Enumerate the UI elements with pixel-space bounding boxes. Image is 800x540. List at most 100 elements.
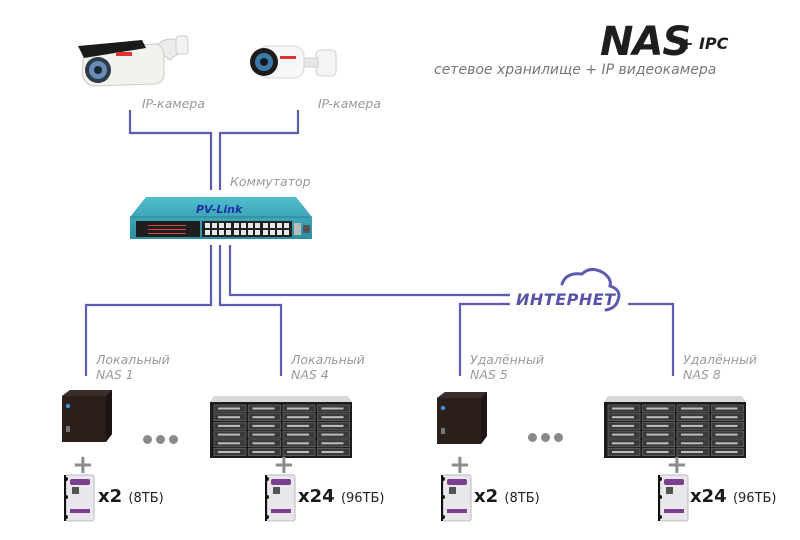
nas-8-device-icon	[604, 396, 746, 458]
switch-label: Коммутатор	[230, 174, 311, 189]
diagram-subtitle: сетевое хранилище + IP видеокамера	[434, 62, 717, 78]
line-switch-internet	[228, 245, 510, 297]
nas-5-hdd-icon	[441, 474, 472, 522]
drive-bay-handle	[218, 451, 240, 453]
nas-1-hdd-count: x2	[98, 486, 123, 507]
drive-bay-handle	[287, 451, 309, 453]
nas-1-plus: +	[72, 450, 94, 480]
nas-4-hdd-icon	[265, 474, 296, 522]
network-switch-icon: PV-Link	[130, 197, 312, 239]
drive-bay-handle	[681, 407, 703, 410]
diagram-title-suffix: + IPC	[680, 34, 729, 53]
nas-8-label: Удалённый NAS 8	[683, 352, 757, 382]
drive-bay-handle	[218, 433, 240, 436]
ip-camera-1-icon	[78, 35, 189, 87]
drive-bay-handle	[218, 424, 240, 427]
nas-5-device-icon	[437, 392, 487, 444]
line-camera1-switch	[128, 110, 213, 190]
camera-1-label: IP-камера	[142, 96, 205, 111]
nas-1-label: Локальный NAS 1	[96, 352, 170, 382]
drive-bay-handle	[612, 407, 634, 410]
more-local-nas-ellipsis-icon	[143, 435, 178, 444]
drive-bay-handle	[612, 416, 634, 419]
nas-5-hdd-capacity: (8ТБ)	[504, 491, 540, 506]
drive-bay-handle	[321, 433, 344, 436]
drive-bay-handle	[681, 433, 703, 436]
drive-bay-handle	[252, 442, 275, 445]
nas-4-hdd-count: x24	[298, 486, 335, 507]
switch-brand-logo: PV-Link	[196, 203, 243, 216]
drive-bay-handle	[252, 424, 275, 427]
drive-bay-handle	[715, 416, 738, 419]
nas-1-hdd-quantity: x2 (8ТБ)	[98, 486, 164, 507]
nas-5-label-line1: Удалённый	[470, 352, 544, 367]
line-switch-nas1	[84, 245, 213, 376]
nas-8-plus: +	[666, 450, 688, 480]
drive-bay-handle	[715, 433, 738, 436]
drive-bay-handle	[321, 407, 344, 410]
drive-bay-handle	[646, 451, 669, 453]
drive-bay-handle	[321, 424, 344, 427]
nas-1-hdd-capacity: (8ТБ)	[128, 491, 164, 506]
nas-5-hdd-quantity: x2 (8ТБ)	[474, 486, 540, 507]
drive-bay-handle	[715, 424, 738, 427]
drive-bay-handle	[681, 416, 703, 419]
nas-8-hdd-quantity: x24 (96ТБ)	[690, 486, 777, 507]
nas-4-plus: +	[273, 450, 295, 480]
nas-5-label: Удалённый NAS 5	[470, 352, 544, 382]
drive-bay-handle	[218, 442, 240, 445]
drive-bay-handle	[252, 451, 275, 453]
nas-4-label-line2: NAS 4	[291, 367, 329, 382]
nas-4-hdd-quantity: x24 (96ТБ)	[298, 486, 385, 507]
nas-5-hdd-count: x2	[474, 486, 499, 507]
ip-camera-2-icon	[250, 45, 337, 79]
drive-bay-handle	[646, 442, 669, 445]
nas-8-label-line2: NAS 8	[683, 367, 721, 382]
drive-bay-handle	[252, 416, 275, 419]
drive-bay-handle	[681, 451, 703, 453]
nas-5-plus: +	[449, 450, 471, 480]
drive-bay-handle	[681, 424, 703, 427]
line-switch-nas4	[218, 245, 283, 376]
camera-2-label: IP-камера	[318, 96, 381, 111]
line-internet-nas8	[628, 302, 675, 376]
nas-8-label-line1: Удалённый	[683, 352, 757, 367]
nas-1-label-line2: NAS 1	[96, 367, 134, 382]
internet-label: ИНТЕРНЕТ	[516, 290, 616, 309]
drive-bay-handle	[646, 416, 669, 419]
drive-bay-handle	[252, 433, 275, 436]
nas-4-label: Локальный NAS 4	[291, 352, 365, 382]
nas-4-device-icon	[210, 396, 352, 458]
nas-4-hdd-capacity: (96ТБ)	[340, 491, 385, 506]
internet-cloud-icon	[500, 268, 621, 312]
drive-bay-handle	[287, 442, 309, 445]
drive-bay-handle	[715, 442, 738, 445]
more-remote-nas-ellipsis-icon	[528, 433, 563, 442]
drive-bay-handle	[321, 451, 344, 453]
nas-1-label-line1: Локальный	[96, 352, 170, 367]
drive-bay-handle	[287, 433, 309, 436]
line-camera2-switch	[218, 110, 300, 190]
nas-8-hdd-icon	[658, 474, 689, 522]
nas-4-label-line1: Локальный	[291, 352, 365, 367]
drive-bay-handle	[612, 433, 634, 436]
drive-bay-handle	[218, 416, 240, 419]
nas-8-hdd-capacity: (96ТБ)	[732, 491, 777, 506]
drive-bay-handle	[612, 451, 634, 453]
drive-bay-handle	[321, 442, 344, 445]
drive-bay-handle	[715, 407, 738, 410]
drive-bay-handle	[612, 424, 634, 427]
drive-bay-handle	[218, 407, 240, 410]
drive-bay-handle	[252, 407, 275, 410]
nas-1-device-icon	[62, 390, 112, 442]
drive-bay-handle	[715, 451, 738, 453]
drive-bay-handle	[287, 416, 309, 419]
nas-8-hdd-count: x24	[690, 486, 727, 507]
drive-bay-handle	[321, 416, 344, 419]
drive-bay-handle	[287, 424, 309, 427]
drive-bay-handle	[612, 442, 634, 445]
drive-bay-handle	[646, 424, 669, 427]
nas-5-label-line2: NAS 5	[470, 367, 508, 382]
line-internet-nas5	[458, 302, 510, 376]
